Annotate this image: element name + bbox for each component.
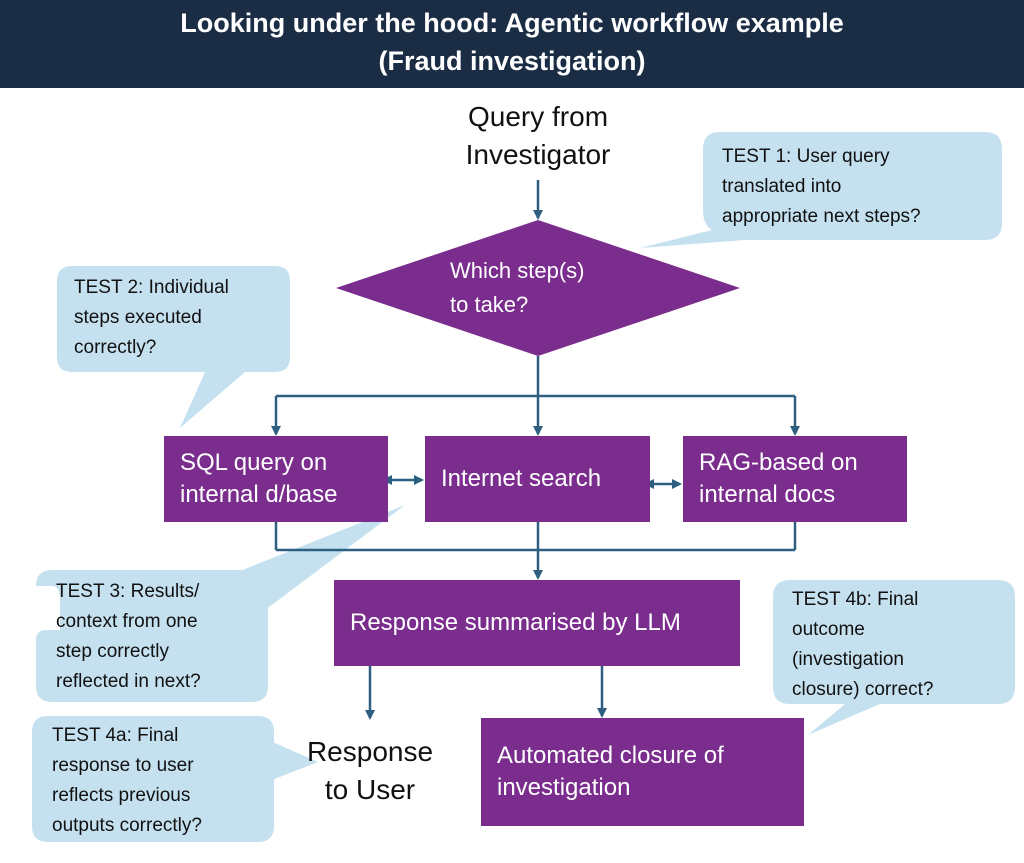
connectors (271, 180, 800, 720)
test4b-line-1: TEST 4b: Final (792, 589, 919, 610)
callout-test1 (640, 132, 1002, 248)
callout-test3 (36, 505, 405, 702)
test4b-line-3: (investigation (792, 649, 904, 670)
test4a-line-4: outputs correctly? (52, 815, 202, 836)
internet-label: Internet search (441, 465, 602, 492)
internet-search-box: Internet search (425, 436, 650, 522)
test3-text: TEST 3: Results/ context from one step c… (56, 577, 268, 697)
test3-line-2: context from one (56, 611, 198, 632)
test4b-text: TEST 4b: Final outcome (investigation cl… (792, 585, 1014, 705)
test1-line-3: appropriate next steps? (722, 206, 921, 227)
test4a-line-2: response to user (52, 755, 194, 776)
response-line-1: Response (306, 736, 434, 767)
sql-line-1: SQL query on (180, 449, 328, 476)
rag-line-2: internal docs (699, 481, 836, 508)
decision-label: Which step(s) to take? (450, 254, 630, 322)
test4a-line-1: TEST 4a: Final (52, 725, 179, 746)
query-line-2: Investigator (465, 139, 611, 170)
test3-line-1: TEST 3: Results/ (56, 581, 200, 602)
closure-box: Automated closure of investigation (481, 718, 804, 826)
test2-line-3: correctly? (74, 337, 157, 358)
test3-line-4: reflected in next? (56, 671, 201, 692)
title-line-1: Looking under the hood: Agentic workflow… (180, 8, 844, 38)
decision-diamond (336, 220, 740, 356)
rag-box: RAG-based on internal docs (683, 436, 907, 522)
test1-line-2: translated into (722, 176, 842, 197)
decision-line-1: Which step(s) (450, 258, 585, 283)
summary-label: Response summarised by LLM (350, 609, 681, 636)
query-from-investigator: Query from Investigator (418, 98, 658, 174)
query-line-1: Query from (467, 101, 609, 132)
test4b-line-2: outcome (792, 619, 865, 640)
sql-line-2: internal d/base (180, 481, 338, 508)
test2-line-2: steps executed (74, 307, 202, 328)
test1-line-1: TEST 1: User query (722, 146, 890, 167)
title-line-2: (Fraud investigation) (378, 46, 646, 76)
rag-line-1: RAG-based on (699, 449, 858, 476)
test2-text: TEST 2: Individual steps executed correc… (74, 273, 286, 363)
summary-box: Response summarised by LLM (334, 580, 740, 666)
callout-test2 (57, 266, 290, 428)
test4b-line-4: closure) correct? (792, 679, 934, 700)
test2-line-1: TEST 2: Individual (74, 277, 229, 298)
test4a-text: TEST 4a: Final response to user reflects… (52, 721, 274, 841)
test4a-line-3: reflects previous (52, 785, 191, 806)
sql-query-box: SQL query on internal d/base (164, 436, 388, 522)
response-to-user: Response to User (282, 733, 458, 809)
callout-test4a (32, 716, 318, 842)
test1-text: TEST 1: User query translated into appro… (722, 142, 992, 232)
title-banner: Looking under the hood: Agentic workflow… (0, 0, 1024, 88)
closure-line-2: investigation (497, 774, 631, 801)
callout-test4b (773, 580, 1015, 735)
test3-line-3: step correctly (56, 641, 169, 662)
closure-line-1: Automated closure of (497, 742, 724, 769)
response-line-2: to User (324, 774, 416, 805)
decision-line-2: to take? (450, 292, 529, 317)
